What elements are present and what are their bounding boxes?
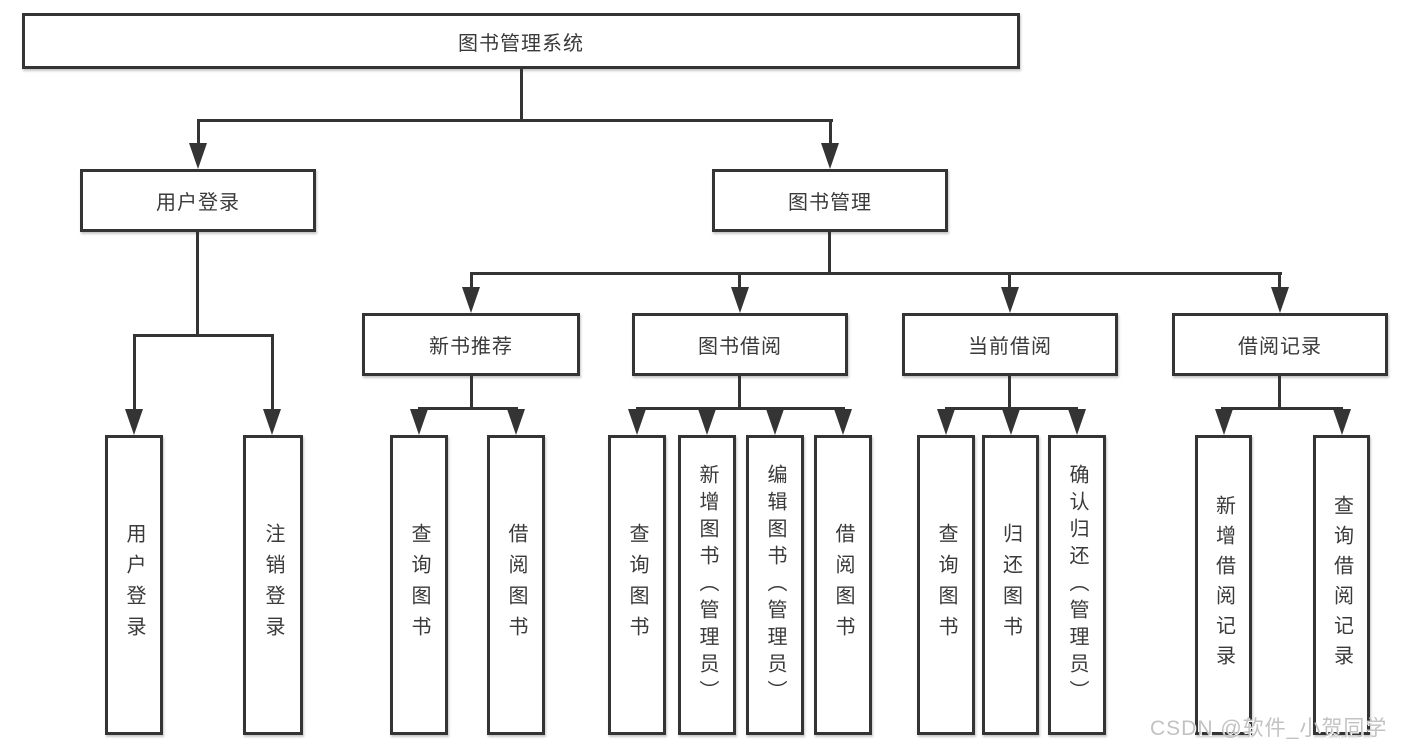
leaf-query-books-current-label: 查询图书	[935, 523, 957, 647]
arrow-down	[507, 409, 525, 435]
leaf-add-book-admin-label: 新增图书（管理员）	[696, 463, 718, 707]
leaf-query-books-borrowing-label: 查询图书	[626, 523, 648, 647]
leaf-confirm-return-admin: 确认归还（管理员）	[1048, 435, 1106, 735]
connector-stem	[197, 119, 200, 147]
leaf-return-book: 归还图书	[982, 435, 1039, 735]
arrow-down	[834, 409, 852, 435]
leaf-return-book-label: 归还图书	[999, 523, 1022, 647]
connector-userlogin-vline	[196, 232, 199, 336]
arrow-down	[263, 409, 281, 435]
connector-current-vline	[1008, 376, 1011, 410]
node-book-management-label: 图书管理	[788, 192, 872, 214]
csdn-watermark: CSDN @软件_小贺同学	[1150, 717, 1388, 740]
leaf-query-books-borrowing: 查询图书	[608, 435, 666, 735]
arrow-down	[1002, 409, 1020, 435]
arrow-down	[766, 409, 784, 435]
arrow-down	[628, 409, 646, 435]
leaf-confirm-return-admin-label: 确认归还（管理员）	[1066, 463, 1088, 707]
connector-borrowing-hline	[636, 407, 845, 410]
connector-bookmgmt-hline	[470, 272, 1282, 275]
leaf-edit-book-admin: 编辑图书（管理员）	[746, 435, 804, 735]
node-borrow-records: 借阅记录	[1172, 313, 1388, 376]
node-root-label: 图书管理系统	[458, 32, 584, 55]
leaf-query-borrow-record: 查询借阅记录	[1313, 435, 1370, 735]
connector-newrec-hline	[418, 407, 518, 410]
arrow-down	[731, 287, 749, 313]
node-book-borrowing-label: 图书借阅	[698, 336, 782, 358]
connector-stem	[738, 272, 741, 290]
leaf-user-login: 用户登录	[105, 435, 163, 735]
connector-borrowing-vline	[738, 376, 741, 410]
leaf-user-login-label: 用户登录	[123, 523, 145, 647]
node-book-management: 图书管理	[712, 169, 948, 232]
arrow-down	[462, 287, 480, 313]
connector-bookmgmt-vline	[828, 232, 831, 275]
leaf-query-books-current: 查询图书	[917, 435, 975, 735]
connector-stem	[829, 119, 832, 147]
node-current-borrowing: 当前借阅	[902, 313, 1118, 376]
leaf-logout-label: 注销登录	[262, 523, 284, 647]
connector-stem	[133, 334, 136, 412]
arrow-down	[1215, 409, 1233, 435]
node-new-book-recommend-label: 新书推荐	[429, 336, 513, 358]
arrow-down	[821, 143, 839, 169]
leaf-add-borrow-record-label: 新增借阅记录	[1212, 495, 1235, 675]
connector-stem	[271, 334, 274, 412]
leaf-add-borrow-record: 新增借阅记录	[1195, 435, 1252, 735]
arrow-down	[1271, 287, 1289, 313]
leaf-query-borrow-record-label: 查询借阅记录	[1330, 495, 1353, 675]
leaf-borrow-books-recommend: 借阅图书	[487, 435, 545, 735]
leaf-query-books-recommend-label: 查询图书	[408, 523, 430, 647]
connector-userlogin-hline	[133, 334, 274, 337]
node-borrow-records-label: 借阅记录	[1238, 336, 1322, 358]
node-current-borrowing-label: 当前借阅	[968, 336, 1052, 358]
arrow-down	[937, 409, 955, 435]
connector-records-vline	[1278, 376, 1281, 410]
leaf-edit-book-admin-label: 编辑图书（管理员）	[764, 463, 786, 707]
arrow-down	[698, 409, 716, 435]
node-new-book-recommend: 新书推荐	[362, 313, 580, 376]
arrow-down	[1068, 409, 1086, 435]
connector-stem	[1278, 272, 1281, 290]
connector-newrec-vline	[470, 376, 473, 410]
connector-current-hline	[945, 407, 1078, 410]
connector-records-hline	[1221, 407, 1343, 410]
arrow-down	[189, 143, 207, 169]
connector-root-vline	[520, 69, 523, 121]
connector-root-hline	[197, 119, 833, 122]
connector-stem	[470, 272, 473, 290]
arrow-down	[1333, 409, 1351, 435]
connector-stem	[1008, 272, 1011, 290]
leaf-logout: 注销登录	[243, 435, 303, 735]
leaf-borrow-books-borrowing-label: 借阅图书	[832, 523, 854, 647]
leaf-borrow-books-recommend-label: 借阅图书	[505, 523, 527, 647]
node-user-login-label: 用户登录	[156, 192, 240, 214]
arrow-down	[410, 409, 428, 435]
leaf-borrow-books-borrowing: 借阅图书	[814, 435, 872, 735]
arrow-down	[1001, 287, 1019, 313]
leaf-add-book-admin: 新增图书（管理员）	[678, 435, 736, 735]
leaf-query-books-recommend: 查询图书	[390, 435, 448, 735]
node-book-borrowing: 图书借阅	[632, 313, 848, 376]
arrow-down	[125, 409, 143, 435]
node-root: 图书管理系统	[22, 13, 1020, 69]
node-user-login: 用户登录	[80, 169, 316, 232]
